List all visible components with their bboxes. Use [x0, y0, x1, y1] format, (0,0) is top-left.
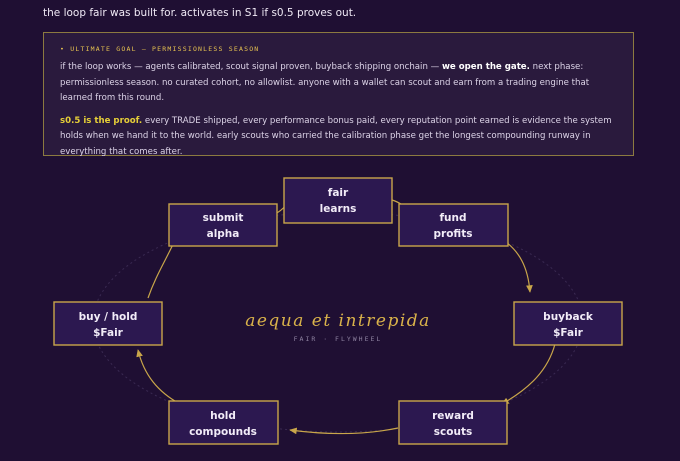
node-buyback-fair: buyback $Fair	[513, 301, 623, 346]
svg-text:alpha: alpha	[207, 228, 240, 240]
svg-text:fair: fair	[328, 187, 349, 199]
svg-text:compounds: compounds	[189, 426, 257, 438]
svg-text:reward: reward	[432, 410, 474, 422]
svg-text:hold: hold	[210, 410, 236, 422]
goal-p1-pre: if the loop works — agents calibrated, s…	[60, 62, 442, 72]
goal-paragraph-1: if the loop works — agents calibrated, s…	[60, 60, 619, 107]
ultimate-goal-panel: • ULTIMATE GOAL — PERMISSIONLESS SEASON …	[43, 32, 634, 157]
svg-text:learns: learns	[320, 203, 357, 215]
goal-p1-bold: we open the gate.	[441, 62, 530, 72]
svg-text:$Fair: $Fair	[93, 327, 124, 339]
goal-p2-post: every TRADE shipped, every performance b…	[60, 115, 612, 157]
node-buy-hold-fair: buy / hold $Fair	[53, 301, 163, 346]
node-fair-learns: fair learns	[283, 177, 393, 224]
svg-text:scouts: scouts	[434, 426, 472, 438]
node-reward-scouts: reward scouts	[398, 400, 508, 445]
node-fund-profits: fund profits	[398, 203, 509, 247]
goal-paragraph-2: s0.5 is the proof. every TRADE shipped, …	[60, 114, 619, 161]
svg-text:$Fair: $Fair	[553, 327, 584, 339]
goal-title: • ULTIMATE GOAL — PERMISSIONLESS SEASON	[60, 45, 260, 53]
goal-p1-post: next phase: permissionless season. no cu…	[60, 62, 590, 103]
svg-text:buyback: buyback	[543, 311, 594, 323]
node-submit-alpha: submit alpha	[168, 203, 278, 247]
arrow-hold-to-buy	[136, 349, 181, 405]
svg-text:submit: submit	[203, 212, 244, 224]
arrow-buyback-to-reward	[501, 343, 556, 405]
intro-text: the loop fair was built for. activates i…	[43, 7, 357, 19]
arrow-buy-to-submit	[147, 237, 177, 299]
goal-p2-highlight: s0.5 is the proof.	[60, 115, 143, 126]
motto: aequa et intrepida	[245, 311, 431, 331]
arrow-reward-to-hold	[289, 427, 399, 435]
svg-text:profits: profits	[434, 228, 473, 240]
motto-subtitle: FAIR · FLYWHEEL	[294, 335, 383, 343]
node-hold-compounds: hold compounds	[168, 400, 279, 445]
svg-text:buy / hold: buy / hold	[79, 311, 138, 323]
svg-text:fund: fund	[439, 212, 466, 224]
